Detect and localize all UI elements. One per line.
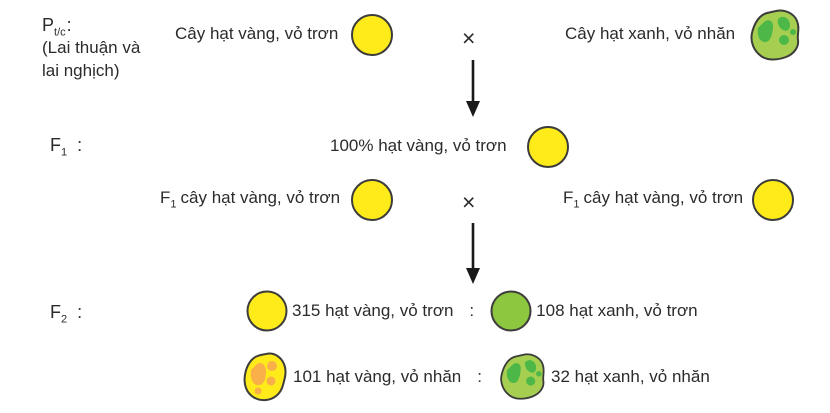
f1-cross-right-subscript: 1 <box>573 198 580 211</box>
f2-result-row-smooth: 315 hạt vàng, vỏ trơn : 108 hạt xanh, vỏ… <box>246 290 698 332</box>
green-smooth-seed-icon <box>490 290 532 332</box>
f1-cross-right-label: cây hạt vàng, vỏ trơn <box>583 188 744 207</box>
p-left-parent-text: Cây hạt vàng, vỏ trơn <box>175 24 339 43</box>
f2-label-colon: : <box>77 302 83 322</box>
p-label-colon: : <box>66 15 72 35</box>
f2-count-green-smooth: 108 hạt xanh, vỏ trơn <box>536 301 698 320</box>
f1-cross-right-prefix: F <box>563 188 574 207</box>
down-arrow-f1-to-f2 <box>466 223 480 284</box>
f1-cross-left-subscript: 1 <box>170 198 177 211</box>
f2-label-main: F <box>50 302 61 322</box>
f1-cross-left-prefix: F <box>160 188 171 207</box>
yellow-smooth-seed-icon <box>246 290 288 332</box>
p-note-line1: (Lai thuận và <box>42 38 141 57</box>
p-label-subscript: t/c <box>54 26 66 39</box>
p-cross-symbol: × <box>462 25 476 51</box>
yellow-smooth-seed-icon <box>351 179 393 221</box>
p-right-parent-text: Cây hạt xanh, vỏ nhăn <box>565 24 736 43</box>
p-note-line2: lai nghịch) <box>42 61 120 80</box>
f2-count-yellow-smooth: 315 hạt vàng, vỏ trơn <box>292 301 454 320</box>
p-generation-label: Pt/c: (Lai thuận và lai nghịch) <box>42 14 140 82</box>
p-label-main: P <box>42 15 55 35</box>
f2-result-row-wrinkled: 101 hạt vàng, vỏ nhăn : 32 hạt xanh, vỏ … <box>241 352 710 402</box>
p-label-line: Pt/c: <box>42 14 140 39</box>
f1-label: F1: <box>50 135 83 159</box>
f1-label-subscript: 1 <box>61 146 68 159</box>
f2-count-green-wrinkled: 32 hạt xanh, vỏ nhăn <box>550 367 710 386</box>
green-wrinkled-seed-icon <box>750 9 800 61</box>
f1-cross-symbol: × <box>462 189 476 215</box>
f2-count-yellow-wrinkled: 101 hạt vàng, vỏ nhăn <box>293 367 462 386</box>
f2-ratio-separator: : <box>469 301 475 320</box>
yellow-smooth-seed-icon <box>527 126 569 168</box>
f2-ratio-separator: : <box>477 367 482 386</box>
green-wrinkled-seed-icon <box>500 353 545 400</box>
f2-label: F2: <box>50 302 83 326</box>
f1-result-text: 100% hạt vàng, vỏ trơn <box>330 136 507 155</box>
yellow-smooth-seed-icon <box>752 179 794 221</box>
down-arrow-p-to-f1 <box>466 60 480 117</box>
f1-label-main: F <box>50 135 61 155</box>
f1-label-colon: : <box>77 135 83 155</box>
yellow-wrinkled-seed-icon <box>243 352 287 402</box>
f1-cross-left-label: cây hạt vàng, vỏ trơn <box>180 188 341 207</box>
f2-label-subscript: 2 <box>61 313 68 326</box>
yellow-smooth-seed-icon <box>351 14 393 56</box>
